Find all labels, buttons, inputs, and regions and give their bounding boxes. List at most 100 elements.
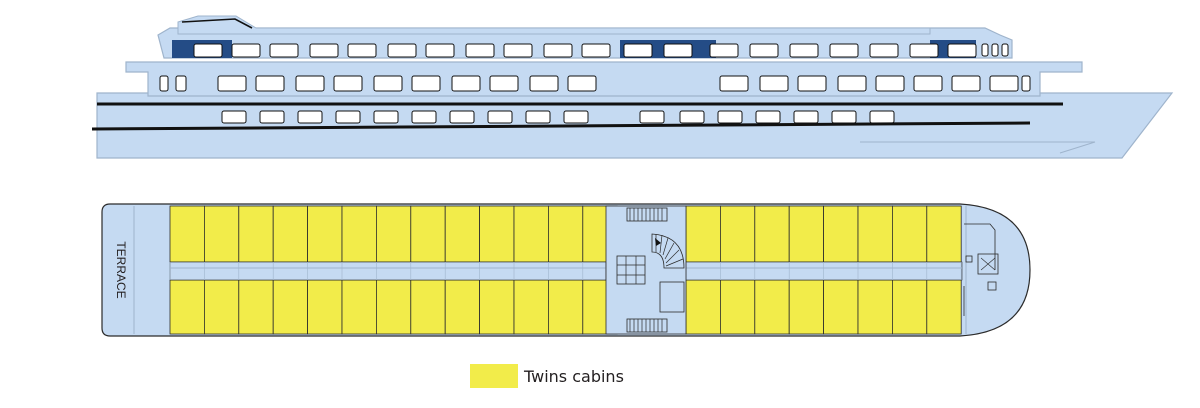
window: [387, 43, 417, 58]
window: [193, 43, 223, 58]
window: [529, 75, 559, 92]
cabin-twin: [513, 205, 549, 263]
deck-plan: TERRACE: [101, 203, 1031, 337]
hull-stripe-lower: [91, 121, 1031, 131]
window: [465, 43, 495, 58]
window: [221, 110, 247, 124]
window: [663, 43, 693, 58]
cabin-twin: [307, 279, 343, 335]
cabin-twin: [169, 205, 205, 263]
cabin-twin: [375, 279, 412, 335]
spiral-staircase-icon: [651, 233, 685, 269]
bottom-staircase-icon: [626, 318, 668, 333]
corridor-aft: [169, 261, 607, 281]
window: [797, 75, 827, 92]
cabin-twin: [548, 205, 584, 263]
window: [909, 43, 939, 58]
window: [255, 75, 285, 92]
cabin-twin: [857, 205, 893, 263]
cabin-twin: [307, 205, 343, 263]
cabin-twin: [823, 279, 859, 335]
window: [411, 110, 437, 124]
window: [1001, 43, 1009, 57]
cabin-twin: [720, 205, 756, 263]
window: [563, 110, 589, 124]
cabin-twin: [203, 279, 240, 335]
window: [451, 75, 481, 92]
legend: Twins cabins: [470, 363, 624, 389]
cabin-twin: [857, 279, 893, 335]
cabins: [169, 205, 963, 335]
cabin-twin: [444, 279, 481, 335]
middle-deck-windows: [159, 75, 1031, 92]
window: [333, 75, 363, 92]
window: [297, 110, 323, 124]
cabin-twin: [892, 279, 928, 335]
cabin-twin: [341, 205, 377, 263]
legend-label-twins: Twins cabins: [524, 366, 624, 386]
window: [793, 110, 819, 124]
window: [335, 110, 361, 124]
window: [717, 110, 743, 124]
window: [373, 110, 399, 124]
window: [259, 110, 285, 124]
cabin-twin: [272, 205, 309, 263]
window: [869, 43, 899, 58]
central-service-area: [605, 205, 687, 335]
canopy-stripe: [181, 18, 253, 29]
window: [991, 43, 999, 57]
window: [567, 75, 597, 92]
window: [869, 110, 895, 124]
cabin-twin: [169, 279, 205, 335]
corridor-fwd: [685, 261, 963, 281]
window: [543, 43, 573, 58]
cabin-twin: [685, 205, 721, 263]
cabin-twin: [444, 205, 481, 263]
cabin-twin: [754, 279, 790, 335]
cabin-twin: [685, 279, 721, 335]
cabin-twin: [788, 205, 825, 263]
window: [489, 75, 519, 92]
window: [231, 43, 261, 58]
window: [269, 43, 299, 58]
cabin-twin: [926, 279, 962, 335]
window: [947, 43, 977, 58]
service-room: [659, 281, 685, 313]
cabin-twin: [788, 279, 825, 335]
window: [525, 110, 551, 124]
cabin-twin: [823, 205, 859, 263]
window: [1021, 75, 1031, 92]
cabin-twin: [410, 279, 446, 335]
window: [875, 75, 905, 92]
cabin-twin: [513, 279, 549, 335]
window: [411, 75, 441, 92]
cabin-twin: [720, 279, 756, 335]
window: [829, 43, 859, 58]
cabin-twin: [892, 205, 928, 263]
cabin-twin: [375, 205, 412, 263]
cabin-twin: [272, 279, 309, 335]
window: [159, 75, 169, 92]
cabin-twin: [479, 279, 515, 335]
window: [755, 110, 781, 124]
bow-detail: [860, 141, 1096, 154]
window: [347, 43, 377, 58]
elevator-icon: [616, 255, 646, 285]
window: [295, 75, 325, 92]
cabin-twin: [238, 205, 274, 263]
legend-swatch-twins: [470, 364, 518, 388]
window: [981, 43, 989, 57]
ship-profile: [91, 15, 1174, 159]
window: [719, 75, 749, 92]
window: [217, 75, 247, 92]
window: [425, 43, 455, 58]
window: [309, 43, 339, 58]
window: [749, 43, 779, 58]
cabin-twin: [926, 205, 962, 263]
cabin-twin: [754, 205, 790, 263]
upper-deck-windows: [193, 43, 1009, 58]
window: [679, 110, 705, 124]
window: [639, 110, 665, 124]
window: [581, 43, 611, 58]
bow-equipment: [963, 223, 999, 316]
